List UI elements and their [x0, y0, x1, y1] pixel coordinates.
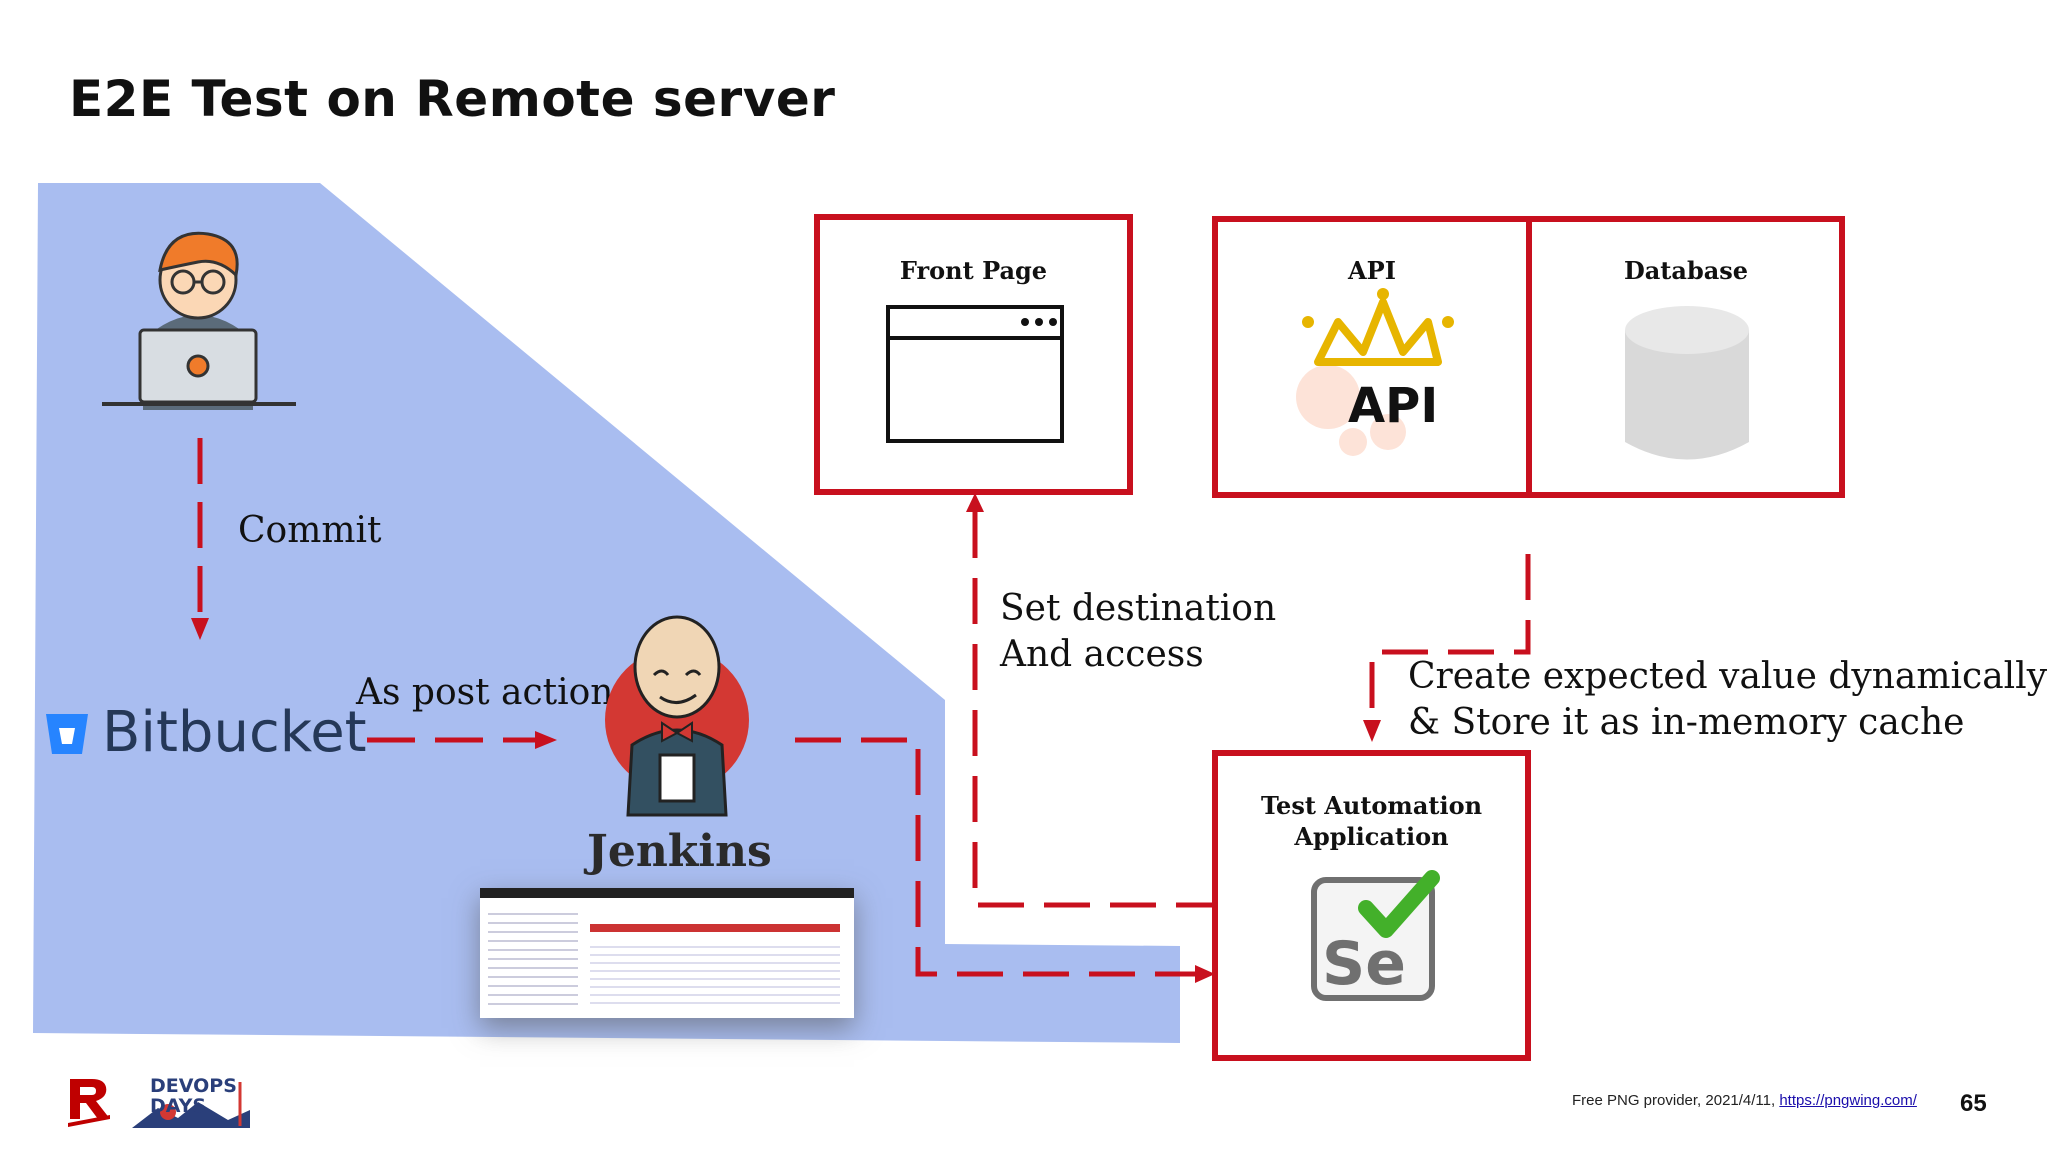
set-destination-label: Set destination [1000, 588, 1277, 629]
browser-window-icon [886, 305, 1064, 443]
create-value-label: Create expected value dynamically [1408, 656, 2048, 697]
api-label: API [1348, 256, 1396, 285]
footer-credit-text: Free PNG provider, 2021/4/11, [1572, 1092, 1780, 1109]
slide-title: E2E Test on Remote server [69, 70, 836, 128]
set-destination-arrow [966, 493, 1214, 908]
rakuten-logo-icon [68, 1079, 110, 1127]
devops-days-text: DEVOPS DAYS [150, 1075, 237, 1117]
commit-arrow [191, 438, 209, 640]
database-cylinder-icon [1625, 306, 1749, 460]
footer-credit: Free PNG provider, 2021/4/11, https://pn… [1572, 1092, 1917, 1109]
bitbucket-logo-text: Bitbucket [102, 700, 367, 765]
test-automation-app-box: Test Automation Application Se [1212, 750, 1531, 1061]
front-page-box: Front Page [814, 214, 1133, 495]
developer-laptop-icon [102, 231, 296, 410]
selenium-text: Se [1322, 929, 1406, 999]
create-value-arrow [1363, 554, 1531, 742]
test-app-label-line2: Application [1294, 822, 1449, 851]
jenkins-trigger-arrow [795, 737, 1215, 983]
store-cache-label: & Store it as in-memory cache [1408, 702, 1965, 743]
bitbucket-icon [46, 714, 88, 754]
jenkins-test-result-thumbnail [480, 888, 854, 1018]
page-number: 65 [1960, 1090, 1987, 1117]
test-app-label-line1: Test Automation [1260, 791, 1483, 820]
jenkins-logo-text: Jenkins [587, 826, 772, 877]
front-page-label: Front Page [899, 256, 1048, 285]
selenium-check-icon: Se [1311, 870, 1440, 1001]
devops-days-logo-icon: DEVOPS DAYS [128, 1074, 258, 1130]
api-database-box: API Database API [1212, 216, 1845, 498]
post-action-arrow [367, 731, 557, 749]
and-access-label: And access [1000, 634, 1204, 675]
api-crown-icon: API [1296, 288, 1454, 456]
database-label: Database [1623, 256, 1749, 285]
jenkins-butler-icon [605, 615, 749, 817]
box-divider [1526, 222, 1532, 492]
footer-link[interactable]: https://pngwing.com/ [1779, 1092, 1917, 1109]
commit-label: Commit [238, 510, 382, 551]
post-action-label: As post action [356, 672, 614, 713]
api-badge-text: API [1348, 378, 1438, 434]
